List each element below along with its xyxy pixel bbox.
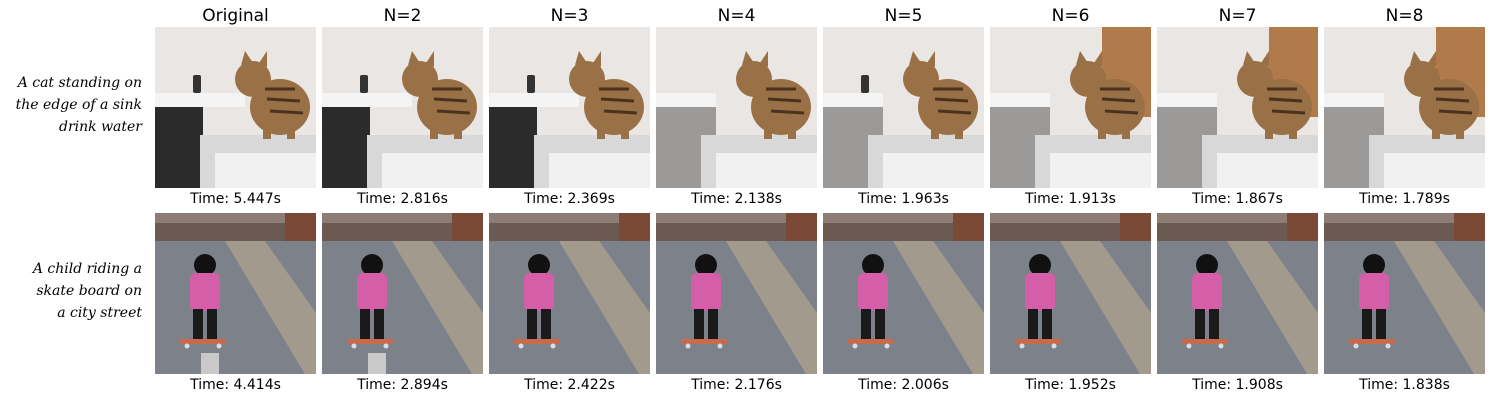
prompt-line: A child riding a [32,261,142,277]
time-label: Time: 2.006s [858,377,949,393]
column-header-n6: N=6 [1051,6,1090,26]
time-label: Time: 2.176s [691,377,782,393]
child-image-original [155,213,316,374]
child-image-n3 [489,213,650,374]
column-header-n2: N=2 [383,6,422,26]
prompt-line: a city street [57,305,142,321]
time-label: Time: 1.913s [1025,191,1116,207]
child-image-n5 [823,213,984,374]
time-label: Time: 1.963s [858,191,949,207]
time-label: Time: 1.952s [1025,377,1116,393]
cat-image-n5 [823,27,984,188]
time-label: Time: 1.838s [1359,377,1450,393]
child-image-n6 [990,213,1151,374]
child-image-n7 [1157,213,1318,374]
column-header-n7: N=7 [1218,6,1257,26]
time-label: Time: 1.789s [1359,191,1450,207]
time-label: Time: 2.422s [524,377,615,393]
prompt-line: skate board on [36,283,142,299]
column-header-n8: N=8 [1385,6,1424,26]
cat-image-n3 [489,27,650,188]
cat-image-n6 [990,27,1151,188]
child-image-n4 [656,213,817,374]
time-label: Time: 2.894s [357,377,448,393]
time-label: Time: 2.816s [357,191,448,207]
cat-image-n8 [1324,27,1485,188]
column-header-original: Original [202,6,269,26]
cat-image-original [155,27,316,188]
child-image-n8 [1324,213,1485,374]
column-header-n4: N=4 [717,6,756,26]
row-label-cat: A cat standing on the edge of a sink dri… [0,72,142,138]
prompt-line: drink water [58,119,142,135]
column-header-n5: N=5 [884,6,923,26]
prompt-line: A cat standing on [17,75,142,91]
time-label: Time: 2.369s [524,191,615,207]
column-header-n3: N=3 [550,6,589,26]
cat-image-n4 [656,27,817,188]
time-label: Time: 1.867s [1192,191,1283,207]
time-label: Time: 4.414s [190,377,281,393]
time-label: Time: 2.138s [691,191,782,207]
prompt-line: the edge of a sink [15,97,142,113]
child-image-n2 [322,213,483,374]
cat-image-n7 [1157,27,1318,188]
time-label: Time: 1.908s [1192,377,1283,393]
time-label: Time: 5.447s [190,191,281,207]
cat-image-n2 [322,27,483,188]
row-label-child: A child riding a skate board on a city s… [0,258,142,324]
